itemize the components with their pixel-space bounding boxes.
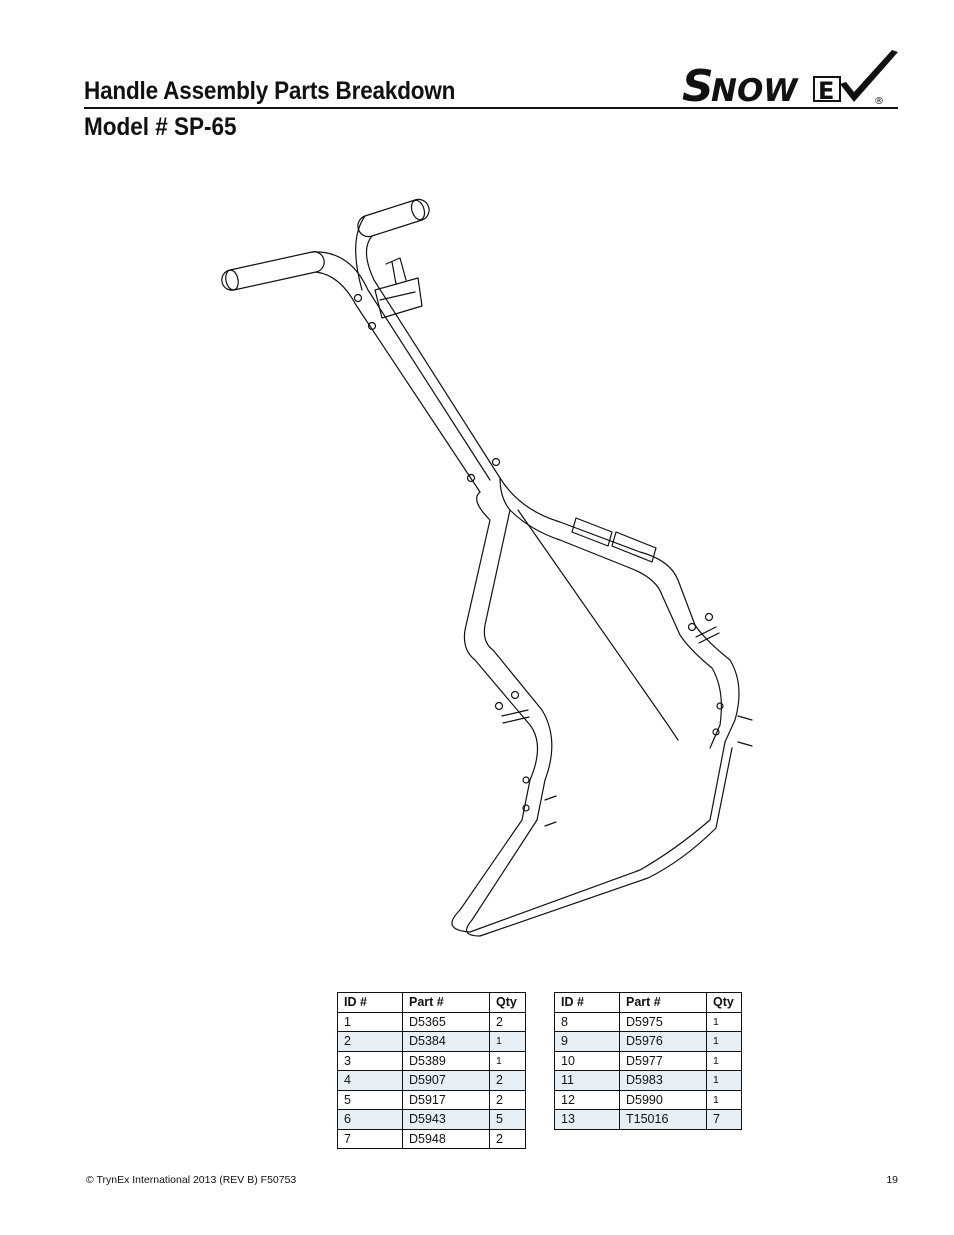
cell-id: 5 bbox=[337, 1089, 403, 1110]
footer-page-number: 19 bbox=[886, 1174, 898, 1186]
table-row: 5 D5917 2 bbox=[337, 1089, 526, 1110]
cell-part: D5948 bbox=[402, 1128, 490, 1149]
model-subtitle: Model # SP-65 bbox=[84, 113, 237, 141]
cell-part: D5977 bbox=[619, 1050, 707, 1071]
table-row: 11 D5983 1 bbox=[554, 1070, 742, 1091]
table-header-row: ID # Part # Qty bbox=[337, 992, 526, 1013]
cell-qty: 1 bbox=[489, 1031, 526, 1052]
col-header-qty: Qty bbox=[489, 992, 526, 1013]
parts-table-right: ID # Part # Qty 8 D5975 1 9 D5976 1 10 D… bbox=[554, 992, 742, 1130]
cell-qty: 1 bbox=[706, 1070, 742, 1091]
cell-id: 8 bbox=[554, 1011, 620, 1032]
cell-id: 12 bbox=[554, 1089, 620, 1110]
cell-part: T15016 bbox=[619, 1109, 707, 1130]
cell-part: D5976 bbox=[619, 1031, 707, 1052]
cell-qty: 2 bbox=[489, 1070, 526, 1091]
hardware-bolts bbox=[494, 612, 753, 827]
svg-text:S: S bbox=[682, 61, 714, 108]
handle-assembly-drawing bbox=[221, 198, 753, 937]
cell-id: 7 bbox=[337, 1128, 403, 1149]
col-header-id: ID # bbox=[554, 992, 620, 1013]
cell-qty: 1 bbox=[706, 1031, 742, 1052]
table-row: 2 D5384 1 bbox=[337, 1031, 526, 1052]
cell-qty: 1 bbox=[489, 1050, 526, 1071]
table-row: 6 D5943 5 bbox=[337, 1109, 526, 1130]
snowex-logo: S NOW E ® bbox=[682, 50, 898, 108]
col-header-part: Part # bbox=[619, 992, 707, 1013]
cell-id: 4 bbox=[337, 1070, 403, 1091]
cell-id: 2 bbox=[337, 1031, 403, 1052]
parts-table-left: ID # Part # Qty 1 D5365 2 2 D5384 1 3 D5… bbox=[337, 992, 526, 1149]
table-row: 1 D5365 2 bbox=[337, 1011, 526, 1032]
cell-id: 10 bbox=[554, 1050, 620, 1071]
right-grip bbox=[357, 198, 430, 238]
cell-part: D5990 bbox=[619, 1089, 707, 1110]
cell-part: D5975 bbox=[619, 1011, 707, 1032]
table-header-row: ID # Part # Qty bbox=[554, 992, 742, 1013]
left-grip bbox=[221, 251, 325, 291]
cell-id: 13 bbox=[554, 1109, 620, 1130]
table-row: 4 D5907 2 bbox=[337, 1070, 526, 1091]
cell-qty: 1 bbox=[706, 1089, 742, 1110]
table-row: 10 D5977 1 bbox=[554, 1050, 742, 1071]
page-title: Handle Assembly Parts Breakdown bbox=[84, 77, 456, 105]
left-lower-tube bbox=[463, 477, 553, 821]
cell-qty: 7 bbox=[706, 1109, 742, 1130]
footer-copyright: © TrynEx International 2013 (REV B) F507… bbox=[86, 1174, 297, 1186]
upper-handle-tubes bbox=[311, 215, 501, 493]
table-row: 7 D5948 2 bbox=[337, 1128, 526, 1149]
cell-part: D5983 bbox=[619, 1070, 707, 1091]
col-header-id: ID # bbox=[337, 992, 403, 1013]
registered-mark: ® bbox=[874, 96, 884, 107]
cell-id: 1 bbox=[337, 1011, 403, 1032]
cell-id: 11 bbox=[554, 1070, 620, 1091]
col-header-qty: Qty bbox=[706, 992, 742, 1013]
control-cable bbox=[517, 509, 679, 741]
cell-id: 6 bbox=[337, 1109, 403, 1130]
cell-part: D5389 bbox=[402, 1050, 490, 1071]
cell-qty: 5 bbox=[489, 1109, 526, 1130]
cell-id: 9 bbox=[554, 1031, 620, 1052]
svg-text:NOW: NOW bbox=[711, 73, 799, 108]
cell-part: D5907 bbox=[402, 1070, 490, 1091]
cell-qty: 2 bbox=[489, 1089, 526, 1110]
decal-labels bbox=[571, 517, 657, 563]
cell-qty: 2 bbox=[489, 1128, 526, 1149]
cell-part: D5917 bbox=[402, 1089, 490, 1110]
header-rule bbox=[84, 107, 898, 109]
cell-qty: 1 bbox=[706, 1050, 742, 1071]
cell-id: 3 bbox=[337, 1050, 403, 1071]
table-row: 3 D5389 1 bbox=[337, 1050, 526, 1071]
control-bracket bbox=[374, 257, 423, 319]
cell-part: D5943 bbox=[402, 1109, 490, 1130]
cell-qty: 1 bbox=[706, 1011, 742, 1032]
table-row: 12 D5990 1 bbox=[554, 1089, 742, 1110]
table-row: 9 D5976 1 bbox=[554, 1031, 742, 1052]
bottom-loop bbox=[451, 741, 733, 937]
cell-part: D5384 bbox=[402, 1031, 490, 1052]
table-row: 8 D5975 1 bbox=[554, 1011, 742, 1032]
svg-text:E: E bbox=[818, 77, 834, 105]
table-row: 13 T15016 7 bbox=[554, 1109, 742, 1130]
right-branch-tube bbox=[499, 477, 740, 749]
col-header-part: Part # bbox=[402, 992, 490, 1013]
cell-qty: 2 bbox=[489, 1011, 526, 1032]
cell-part: D5365 bbox=[402, 1011, 490, 1032]
